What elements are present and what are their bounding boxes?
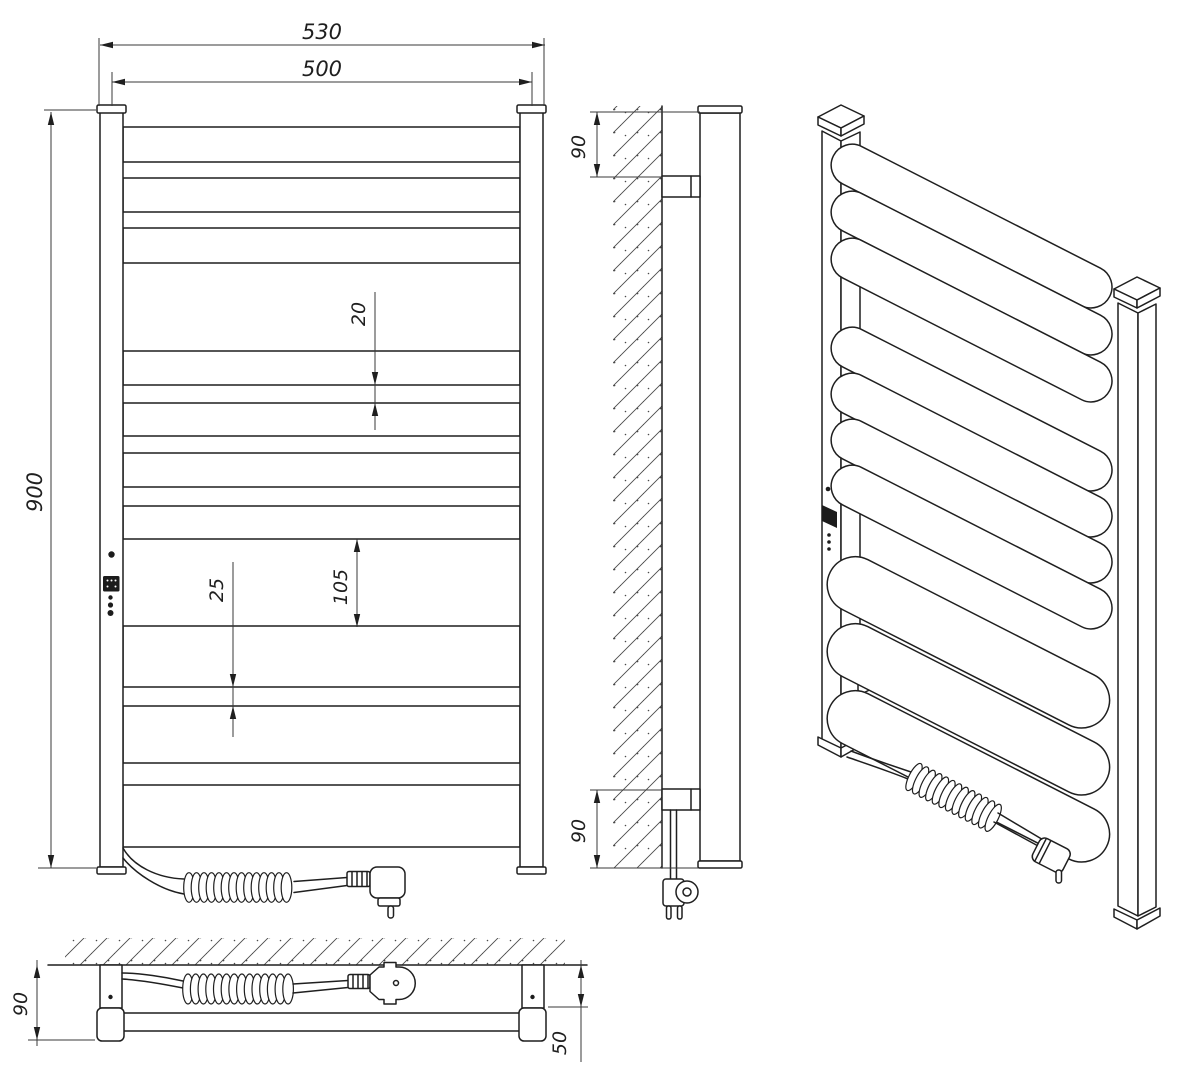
persp-display <box>822 505 837 528</box>
mount-bracket-top <box>661 175 701 198</box>
persp-power-plug <box>1031 837 1071 884</box>
bottom-slat-edge <box>123 1012 520 1032</box>
dim-front-bottom-gap: 25 <box>206 578 228 602</box>
persp-slats <box>826 143 1113 863</box>
dim-bottom-wall-gap: 50 <box>549 1031 571 1055</box>
cable-coil <box>183 872 293 903</box>
wall-hatch-bottom <box>65 938 565 965</box>
persp-power-cable <box>846 750 1071 884</box>
control-buttons <box>107 595 114 616</box>
side-profile <box>697 105 743 869</box>
side-dimensions: 90 90 <box>568 111 700 869</box>
front-power-cable <box>122 847 406 919</box>
mount-bracket-bottom <box>661 788 701 811</box>
dim-front-outer-width: 530 <box>302 20 342 44</box>
plug-connector <box>346 870 371 888</box>
persp-status-led <box>825 486 831 492</box>
side-view: 90 90 <box>568 105 743 920</box>
front-left-post <box>96 104 127 875</box>
power-plug <box>369 866 406 919</box>
dim-front-slat-gap: 20 <box>348 302 370 326</box>
dim-bottom-depth: 90 <box>10 992 32 1016</box>
bottom-power-plug <box>369 961 416 1005</box>
dim-front-height: 900 <box>23 472 47 512</box>
front-right-post <box>516 104 547 875</box>
front-view: 530 500 900 20 105 25 <box>23 20 547 919</box>
bottom-view: 90 50 <box>10 938 588 1062</box>
status-led <box>108 551 115 558</box>
persp-control-panel <box>822 486 837 551</box>
side-power-cable <box>662 809 699 920</box>
side-power-plug <box>662 878 699 920</box>
wall-hatch-side <box>613 106 662 868</box>
bottom-right-post <box>518 964 547 1042</box>
bottom-plug-connector <box>347 973 371 990</box>
perspective-view <box>817 104 1161 930</box>
front-slats <box>122 126 521 848</box>
persp-right-post <box>1113 276 1161 930</box>
bottom-power-cable <box>121 961 416 1005</box>
dim-front-group-gap: 105 <box>330 569 352 605</box>
temperature-display <box>103 576 120 592</box>
bottom-dimensions: 90 50 <box>10 960 588 1062</box>
bottom-left-post <box>96 964 125 1042</box>
dim-side-top-offset: 90 <box>568 135 590 159</box>
front-dimensions: 530 500 900 20 105 25 <box>23 20 545 869</box>
bottom-cable-coil <box>182 973 294 1005</box>
dim-side-bottom-offset: 90 <box>568 819 590 843</box>
dim-front-rail-width: 500 <box>302 57 342 81</box>
control-panel <box>103 551 120 616</box>
